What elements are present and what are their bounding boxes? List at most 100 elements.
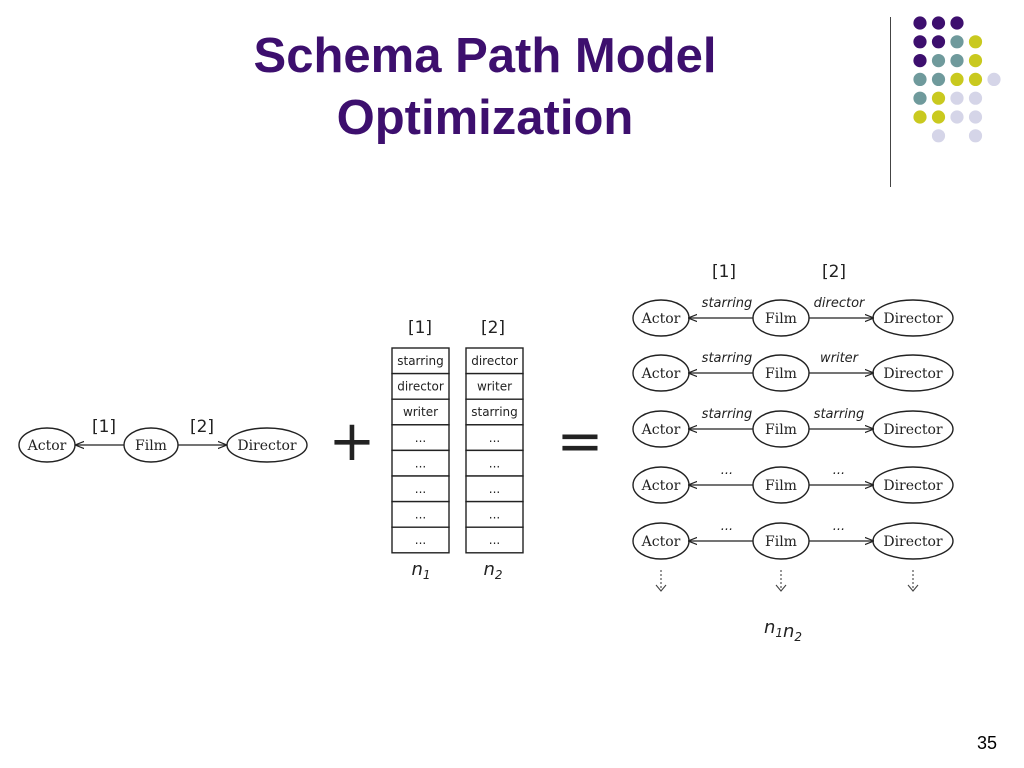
list-2-item-label: ... bbox=[489, 431, 500, 445]
decorative-dot bbox=[931, 16, 946, 30]
path-edge-2-label: ... bbox=[833, 519, 845, 534]
path-edge-1-label: ... bbox=[721, 519, 733, 534]
decorative-dot bbox=[968, 91, 983, 105]
slide-title: Schema Path Model Optimization bbox=[140, 25, 830, 149]
continuation-arrowhead bbox=[775, 584, 787, 592]
result-header-1: [1] bbox=[712, 262, 736, 282]
path-edge-1-label: starring bbox=[702, 351, 753, 366]
decorative-dot bbox=[931, 72, 946, 86]
list-1-cell bbox=[391, 526, 450, 554]
list-2-item-label: ... bbox=[489, 508, 500, 522]
slide-title-line2: Optimization bbox=[336, 91, 634, 145]
schema-edge-2-label: [2] bbox=[190, 417, 214, 437]
continuation-arrowhead bbox=[655, 584, 667, 592]
decorative-dot-grid bbox=[913, 16, 1001, 143]
path-node-director-label: Director bbox=[883, 366, 943, 382]
path-node-actor-label: Actor bbox=[641, 534, 681, 550]
continuation-arrowhead bbox=[907, 584, 919, 592]
path-node-film-label: Film bbox=[765, 422, 797, 438]
decorative-dot bbox=[968, 110, 983, 124]
schema-graph: Actor Film Director [1] [2] bbox=[18, 417, 308, 463]
list-1-cell bbox=[391, 500, 450, 528]
list-1-cell bbox=[391, 372, 450, 400]
path-node-film-label: Film bbox=[765, 311, 797, 327]
decorative-dot bbox=[913, 54, 927, 68]
result-path-row: Actor Film Director...... bbox=[632, 519, 954, 560]
path-node-film-label: Film bbox=[765, 478, 797, 494]
list-2-cell bbox=[465, 475, 524, 503]
decorative-dot bbox=[968, 54, 983, 68]
result-header-2: [2] bbox=[822, 262, 846, 282]
decorative-dot bbox=[968, 129, 983, 143]
list-1-item-label: ... bbox=[415, 431, 426, 445]
list-1-item-label: writer bbox=[403, 405, 438, 419]
path-edge-2-label: ... bbox=[833, 463, 845, 478]
list-1-item-label: ... bbox=[415, 508, 426, 522]
path-node-film-label: Film bbox=[765, 366, 797, 382]
continuation-arrows bbox=[655, 570, 919, 592]
schema-node-film-label: Film bbox=[135, 438, 167, 454]
decorative-dot bbox=[950, 54, 964, 68]
path-edge-2-label: writer bbox=[820, 351, 860, 366]
decorative-dot bbox=[987, 72, 1001, 86]
decorative-dot bbox=[950, 35, 964, 49]
list-2-header: [2] bbox=[481, 318, 505, 338]
schema-edge-1-label: [1] bbox=[92, 417, 116, 437]
path-node-actor-label: Actor bbox=[641, 366, 681, 382]
schema-node-actor bbox=[18, 427, 76, 463]
decorative-dot bbox=[950, 110, 964, 124]
list-2-cell bbox=[465, 500, 524, 528]
list-1-item-label: starring bbox=[397, 354, 444, 368]
list-2-item-label: ... bbox=[489, 456, 500, 470]
decorative-dot bbox=[931, 35, 946, 49]
list-2-item-label: ... bbox=[489, 482, 500, 496]
decorative-dot bbox=[950, 72, 964, 86]
decorative-dot bbox=[968, 72, 983, 86]
path-node-actor-label: Actor bbox=[641, 422, 681, 438]
slide-title-line1: Schema Path Model bbox=[253, 29, 717, 83]
path-node-film-label: Film bbox=[765, 534, 797, 550]
plus-sign: + bbox=[329, 409, 376, 474]
result-count: n1n2 bbox=[764, 617, 802, 644]
decorative-divider-line bbox=[890, 17, 891, 187]
decorative-dot bbox=[931, 129, 946, 143]
path-edge-2-label: starring bbox=[814, 407, 865, 422]
slide-number: 35 bbox=[976, 733, 997, 753]
path-node-actor-label: Actor bbox=[641, 311, 681, 327]
list-1-cell bbox=[391, 424, 450, 452]
decorative-dot bbox=[931, 110, 946, 124]
path-node-director-label: Director bbox=[883, 478, 943, 494]
label-list-1: [1] starringdirectorwriter..............… bbox=[391, 318, 450, 582]
path-node-director-label: Director bbox=[883, 422, 943, 438]
list-1-header: [1] bbox=[408, 318, 432, 338]
path-edge-1-label: starring bbox=[702, 407, 753, 422]
path-edge-2-label: director bbox=[814, 296, 866, 311]
path-node-actor-label: Actor bbox=[641, 478, 681, 494]
list-2-item-label: ... bbox=[489, 533, 500, 547]
decorative-dot bbox=[913, 16, 927, 30]
decorative-dot bbox=[913, 110, 927, 124]
list-1-cell bbox=[391, 475, 450, 503]
list-1-item-label: ... bbox=[415, 533, 426, 547]
decorative-dot bbox=[913, 91, 927, 105]
decorative-dot bbox=[913, 72, 927, 86]
decorative-dot bbox=[931, 91, 946, 105]
path-node-director-label: Director bbox=[883, 534, 943, 550]
list-2-count: n2 bbox=[483, 559, 502, 582]
result-path-row: Actor Film Director starring writer bbox=[632, 351, 954, 392]
path-edge-1-label: starring bbox=[702, 296, 753, 311]
schema-node-actor-label: Actor bbox=[27, 438, 67, 454]
label-list-2: [2] directorwriterstarring..............… bbox=[465, 318, 524, 582]
path-edge-1-label: ... bbox=[721, 463, 733, 478]
list-2-cell bbox=[465, 526, 524, 554]
path-node-director-label: Director bbox=[883, 311, 943, 327]
result-path-row: Actor Film Director starring starring bbox=[632, 407, 954, 448]
schema-node-director bbox=[226, 427, 308, 463]
decorative-dot bbox=[968, 35, 983, 49]
list-1-item-label: ... bbox=[415, 456, 426, 470]
list-1-item-label: director bbox=[397, 380, 444, 394]
result-path-row: Actor Film Director...... bbox=[632, 463, 954, 504]
list-2-cell bbox=[465, 372, 524, 400]
